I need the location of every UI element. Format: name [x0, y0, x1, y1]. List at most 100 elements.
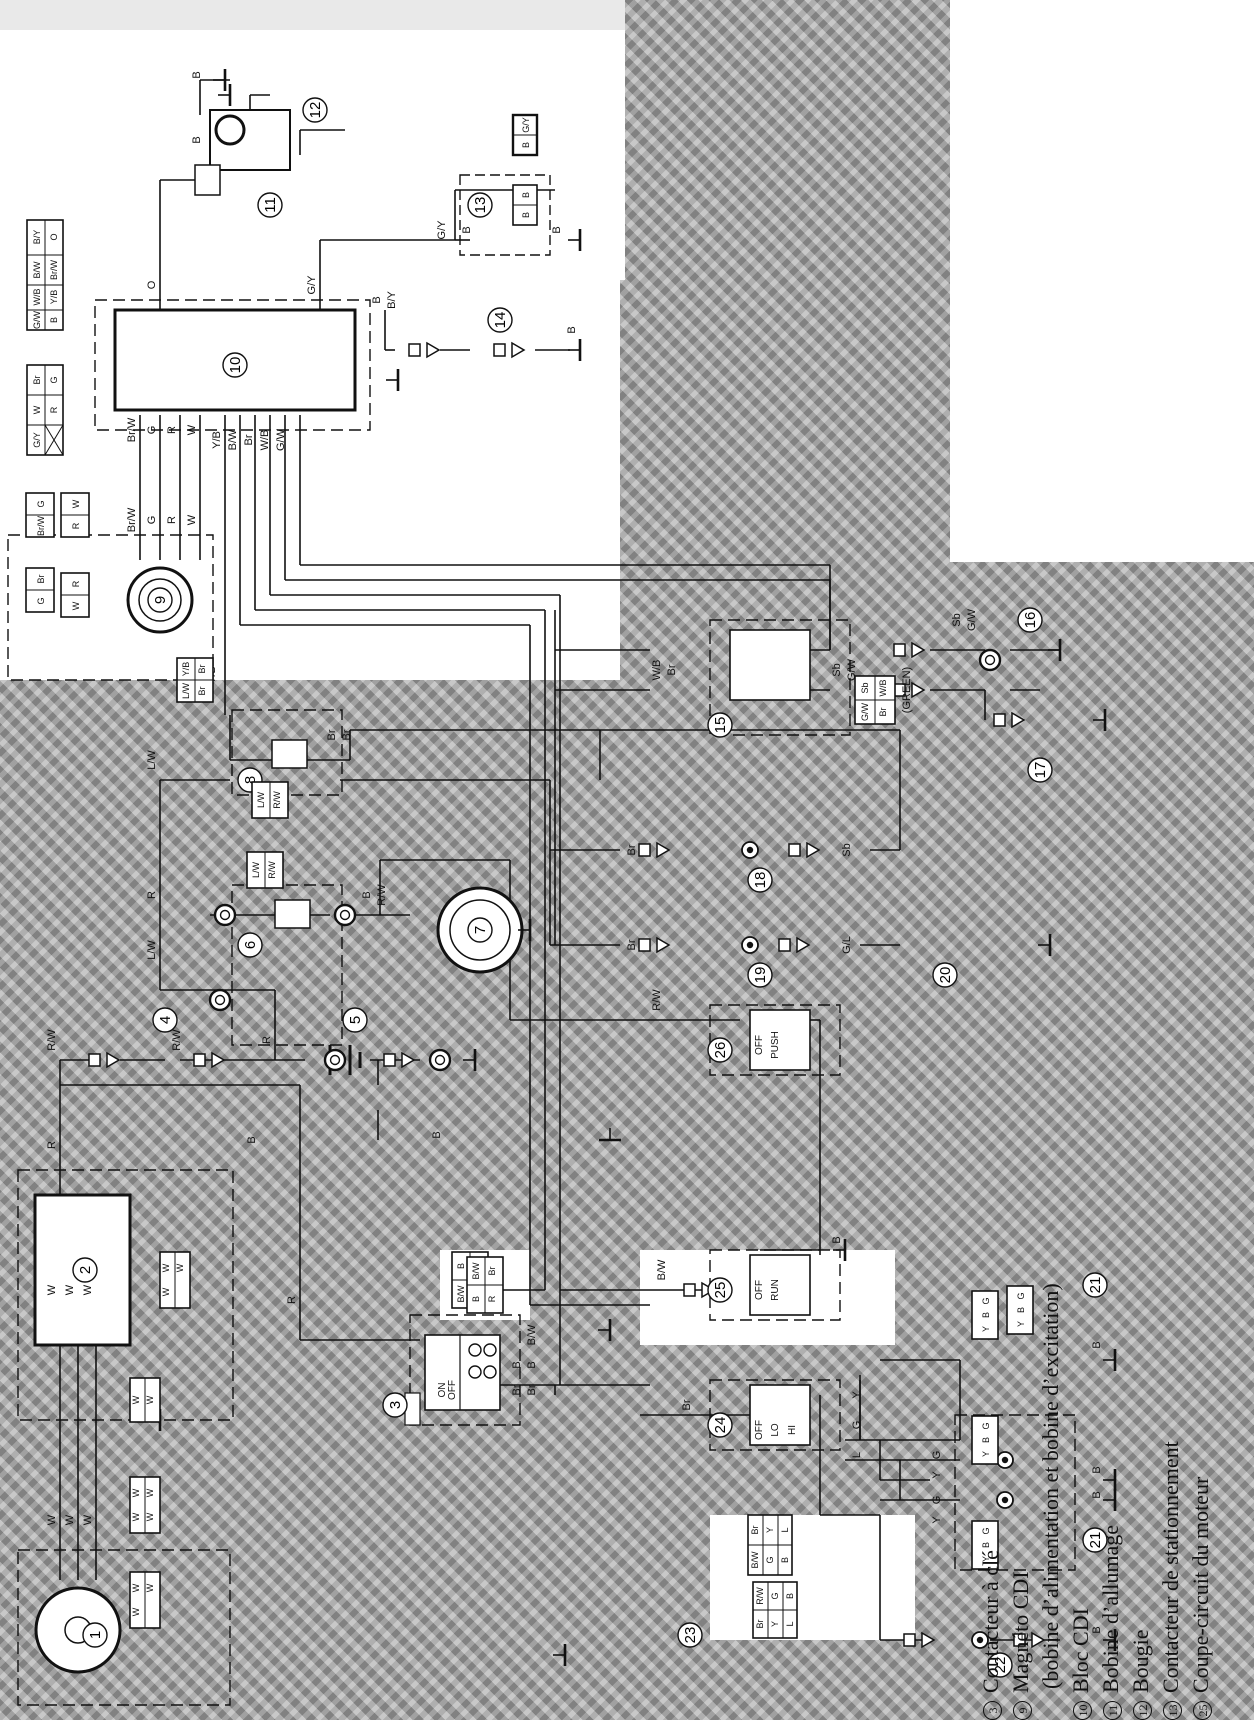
svg-text:Br: Br — [511, 1384, 523, 1395]
components — [7, 109, 1076, 1706]
svg-text:W: W — [145, 1395, 155, 1404]
svg-text:W: W — [131, 1512, 141, 1521]
svg-text:B/W: B/W — [750, 1551, 760, 1569]
callout-20: 20 — [937, 967, 954, 984]
legend-text: Bougie — [1128, 1629, 1153, 1693]
legend-text: Bobine d’allumage — [1098, 1524, 1123, 1693]
svg-text:G/Y: G/Y — [521, 117, 531, 133]
svg-text:G/W: G/W — [966, 608, 978, 631]
callout-19: 19 — [752, 967, 769, 984]
callout-14: 14 — [492, 312, 509, 329]
svg-text:R: R — [49, 406, 59, 413]
svg-text:B/Y: B/Y — [386, 290, 398, 308]
svg-text:B/W: B/W — [471, 1262, 481, 1280]
svg-text:Y/B: Y/B — [181, 662, 191, 677]
svg-text:G: G — [49, 376, 59, 383]
svg-text:Br: Br — [36, 574, 46, 583]
svg-text:G/W: G/W — [32, 310, 42, 329]
svg-text:Y/B: Y/B — [211, 431, 223, 449]
svg-text:B: B — [361, 891, 373, 898]
callout-10: 10 — [227, 357, 244, 374]
svg-text:B/W: B/W — [526, 1324, 538, 1345]
svg-text:B: B — [521, 142, 531, 148]
svg-text:B: B — [1091, 1626, 1103, 1633]
legend-number: 10 — [1073, 1701, 1093, 1720]
svg-text:Br: Br — [326, 729, 338, 740]
svg-text:G: G — [146, 426, 158, 435]
svg-text:Br: Br — [666, 664, 678, 675]
wire-colour-labels: W W W W W W R R/W R/W R R L/W R L/W B R/… — [46, 71, 1103, 1633]
key-switch-on-label: ON — [437, 1383, 448, 1398]
svg-text:Sb: Sb — [831, 663, 843, 676]
svg-text:Br: Br — [681, 1399, 693, 1410]
light-switch-lo-label: LO — [770, 1423, 781, 1437]
svg-text:B: B — [785, 1593, 795, 1599]
svg-text:W: W — [82, 1514, 94, 1525]
svg-text:B: B — [191, 71, 203, 78]
svg-text:G: G — [931, 1451, 943, 1460]
legend-item: 11Bobine d’allumage — [1096, 320, 1126, 1720]
legend-item: (bobine d’alimentation et bobine d’excit… — [1036, 320, 1066, 1720]
svg-text:G: G — [981, 1527, 991, 1534]
svg-text:G: G — [1016, 1292, 1026, 1299]
svg-text:W/B: W/B — [32, 289, 42, 306]
svg-text:B: B — [511, 1361, 523, 1368]
svg-text:R/W: R/W — [651, 989, 663, 1011]
svg-text:W: W — [64, 1284, 76, 1295]
svg-text:R: R — [71, 522, 81, 529]
svg-text:Y: Y — [981, 1451, 991, 1457]
legend-number: 9 — [1013, 1701, 1033, 1720]
legend-item: 12 Bougie — [1126, 320, 1156, 1720]
callout-8: 8 — [242, 776, 259, 784]
svg-text:Br: Br — [197, 686, 207, 695]
svg-text:W: W — [71, 499, 81, 508]
svg-text:B: B — [1091, 1466, 1103, 1473]
svg-text:B: B — [831, 1236, 843, 1243]
svg-text:L: L — [851, 1452, 863, 1458]
svg-text:G/Y: G/Y — [306, 275, 318, 295]
legend-number: 12 — [1133, 1701, 1153, 1720]
svg-text:G: G — [981, 1297, 991, 1304]
svg-text:W: W — [82, 1284, 94, 1295]
svg-text:Br/W: Br/W — [126, 417, 138, 442]
svg-text:B: B — [471, 1296, 481, 1302]
svg-text:L: L — [785, 1621, 795, 1626]
svg-text:Y: Y — [981, 1326, 991, 1332]
svg-text:W: W — [145, 1512, 155, 1521]
svg-text:W: W — [161, 1263, 171, 1272]
svg-text:Sb: Sb — [860, 682, 870, 693]
connector-pin-grids: W W W W W W W W W W W W — [25, 113, 1034, 1639]
svg-text:Br: Br — [341, 729, 353, 740]
svg-text:R/W: R/W — [46, 1029, 58, 1051]
svg-text:B: B — [981, 1312, 991, 1318]
svg-text:Br/W: Br/W — [126, 507, 138, 532]
svg-text:B: B — [461, 226, 473, 233]
svg-text:B/W: B/W — [227, 429, 239, 450]
legend-number: 13 — [1163, 1701, 1183, 1720]
svg-text:G: G — [931, 1496, 943, 1505]
svg-text:B: B — [780, 1557, 790, 1563]
svg-text:B: B — [49, 317, 59, 323]
kill-switch-run-label: RUN — [770, 1279, 781, 1301]
svg-text:B: B — [246, 1136, 258, 1143]
svg-text:Br: Br — [626, 844, 638, 855]
svg-text:W: W — [46, 1284, 58, 1295]
svg-text:Y: Y — [981, 1556, 991, 1562]
legend-text: (bobine d’alimentation et bobine d’excit… — [1038, 1283, 1063, 1689]
callout-3: 3 — [387, 1401, 404, 1409]
svg-text:R: R — [46, 1141, 58, 1149]
svg-text:G/W: G/W — [275, 428, 287, 451]
svg-text:B: B — [456, 1263, 466, 1269]
svg-text:W: W — [32, 405, 42, 414]
svg-text:W: W — [131, 1607, 141, 1616]
callout-23: 23 — [682, 1627, 699, 1644]
svg-text:B: B — [191, 136, 203, 143]
svg-text:B: B — [1016, 1307, 1026, 1313]
svg-text:B: B — [521, 212, 531, 218]
legend-text: Magnéto CDI — [1008, 1571, 1033, 1693]
svg-text:O: O — [49, 233, 59, 240]
legend-number: 3 — [983, 1701, 1003, 1720]
svg-text:R/W: R/W — [272, 791, 282, 809]
callout-7: 7 — [472, 926, 489, 934]
